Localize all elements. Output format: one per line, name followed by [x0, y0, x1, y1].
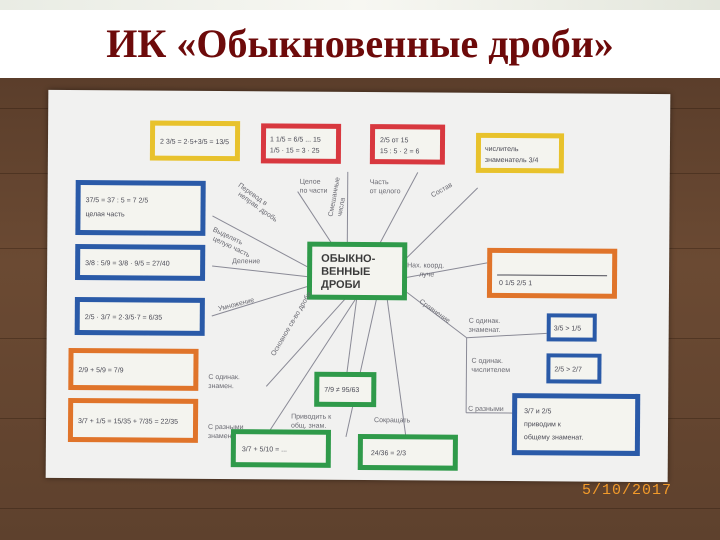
center-text-2: ВЕННЫЕ — [321, 266, 370, 278]
label-structure: Состав — [430, 182, 454, 200]
label-cmp-same-den-a: С одинак. — [469, 318, 501, 325]
box-left-blue-1: 37/5 = 37 : 5 = 7 2/5 целая часть — [75, 180, 206, 236]
label-whole-by-part-b: по части — [300, 188, 328, 195]
mind-map: 2 3/5 = 2·5+3/5 = 13/5 1 1/5 = 6/5 ... 1… — [67, 120, 641, 471]
connector-lines — [211, 171, 547, 438]
label-cmp-same-den-b: знаменат. — [469, 327, 501, 334]
box-right-blue-3: 3/7 и 2/5 приводим к общему знаменат. — [511, 393, 641, 456]
slide-title-bar: ИК «Обыкновенные дроби» — [0, 0, 720, 78]
photo-date-stamp: 5/10/2017 — [582, 482, 673, 499]
box-right-orange-text: 0 1/5 2/5 1 — [499, 280, 532, 287]
label-cmp-same-num-a: С одинак. — [471, 358, 503, 365]
box-bottom-green-2: 24/36 = 2/3 — [357, 434, 458, 471]
box-top-yellow-left-text: 2 3/5 = 2·5+3/5 = 13/5 — [160, 139, 229, 146]
box-bottom-green-1: 3/7 + 5/10 = ... — [230, 429, 331, 468]
label-part-of-whole-a: Часть — [370, 179, 389, 186]
label-addition-same-a: С одинак. — [208, 374, 240, 381]
box-right-blue-2: 2/5 > 2/7 — [546, 353, 602, 384]
box-left-blue-1-text-a: 37/5 = 37 : 5 = 7 2/5 — [86, 197, 149, 204]
box-left-blue-2-text: 3/8 : 5/9 = 3/8 · 9/5 = 27/40 — [85, 260, 170, 268]
box-left-blue-3: 2/5 · 3/7 = 2·3/5·7 = 6/35 — [74, 297, 205, 336]
box-top-yellow-right-text-a: числитель — [485, 146, 519, 153]
center-text-1: ОБЫКНО- — [321, 253, 376, 265]
label-addition-diff-b: знамен. — [208, 433, 234, 440]
center-text-3: ДРОБИ — [321, 279, 361, 291]
box-left-orange-2-text: 3/7 + 1/5 = 15/35 + 7/35 = 22/35 — [78, 418, 178, 426]
box-top-red-1-text-b: 1/5 · 15 = 3 · 25 — [270, 147, 320, 154]
box-top-red-2: 2/5 от 15 15 : 5 · 2 = 6 — [369, 124, 446, 165]
slide-title: ИК «Обыкновенные дроби» — [106, 20, 614, 66]
box-left-blue-3-text: 2/5 · 3/7 = 2·3/5·7 = 6/35 — [85, 314, 163, 322]
label-addition-diff-a: С разными — [208, 424, 244, 431]
label-reduction: Сокращать — [374, 417, 411, 424]
box-top-yellow-right-text-b: знаменатель 3/4 — [485, 157, 539, 164]
label-addition-same-b: знамен. — [208, 383, 234, 390]
label-part-of-whole-b: от целого — [370, 188, 401, 195]
box-right-blue-3-text-a: 3/7 и 2/5 — [524, 408, 551, 415]
box-left-blue-1-text-b: целая часть — [85, 211, 125, 218]
label-basic-property: Основное св-во дроби — [269, 290, 313, 357]
label-on-ray-b: луче — [419, 271, 434, 278]
box-top-red-1: 1 1/5 = 6/5 ... 15 1/5 · 15 = 3 · 25 — [260, 123, 342, 164]
label-cmp-same-num-b: числителем — [471, 367, 510, 374]
photo: 2 3/5 = 2·5+3/5 = 13/5 1 1/5 = 6/5 ... 1… — [0, 78, 720, 540]
label-common-den-a: Приводить к — [291, 414, 332, 421]
box-right-blue-3-text-c: общему знаменат. — [524, 433, 584, 441]
box-bottom-green-2-text: 24/36 = 2/3 — [371, 450, 406, 457]
center-node: ОБЫКНО- ВЕННЫЕ ДРОБИ — [306, 241, 408, 301]
box-top-red-2-text-a: 2/5 от 15 — [380, 137, 409, 144]
label-mixed-b: числа — [337, 197, 347, 217]
label-division: Деление — [232, 258, 260, 265]
box-left-orange-1-text: 2/9 + 5/9 = 7/9 — [78, 367, 123, 374]
box-right-blue-3-text-b: приводим к — [524, 421, 562, 428]
title-decoration — [0, 0, 720, 10]
label-whole-by-part-a: Целое — [300, 179, 321, 186]
box-top-red-1-text-a: 1 1/5 = 6/5 ... 15 — [270, 136, 321, 143]
box-right-blue-1: 3/5 > 1/5 — [546, 313, 597, 342]
box-top-red-2-text-b: 15 : 5 · 2 = 6 — [380, 148, 420, 155]
label-cmp-diff: С разными — [468, 406, 504, 413]
box-right-orange: 0 1/5 2/5 1 — [486, 247, 618, 299]
box-left-orange-2: 3/7 + 1/5 = 15/35 + 7/35 = 22/35 — [67, 397, 199, 443]
label-on-ray-a: Нах. коорд. — [407, 262, 444, 269]
number-ray — [497, 274, 608, 277]
box-bottom-green-1-text: 3/7 + 5/10 = ... — [242, 446, 287, 453]
label-common-den-b: общ. знам. — [291, 422, 326, 430]
mind-map-poster: 2 3/5 = 2·5+3/5 = 13/5 1 1/5 = 6/5 ... 1… — [45, 89, 671, 483]
box-right-blue-2-text: 2/5 > 2/7 — [554, 366, 582, 373]
label-multiplication: Умножение — [218, 297, 256, 313]
box-top-yellow-left: 2 3/5 = 2·5+3/5 = 13/5 — [149, 120, 241, 162]
box-center-green-text: 7/9 ≠ 95/63 — [324, 387, 359, 394]
box-top-yellow-right: числитель знаменатель 3/4 — [475, 132, 565, 174]
box-right-blue-1-text: 3/5 > 1/5 — [554, 325, 582, 332]
box-left-blue-2: 3/8 : 5/9 = 3/8 · 9/5 = 27/40 — [75, 244, 206, 281]
box-center-green: 7/9 ≠ 95/63 — [314, 371, 377, 408]
box-left-orange-1: 2/9 + 5/9 = 7/9 — [68, 347, 199, 391]
label-comparison: Сравнение — [418, 298, 451, 325]
